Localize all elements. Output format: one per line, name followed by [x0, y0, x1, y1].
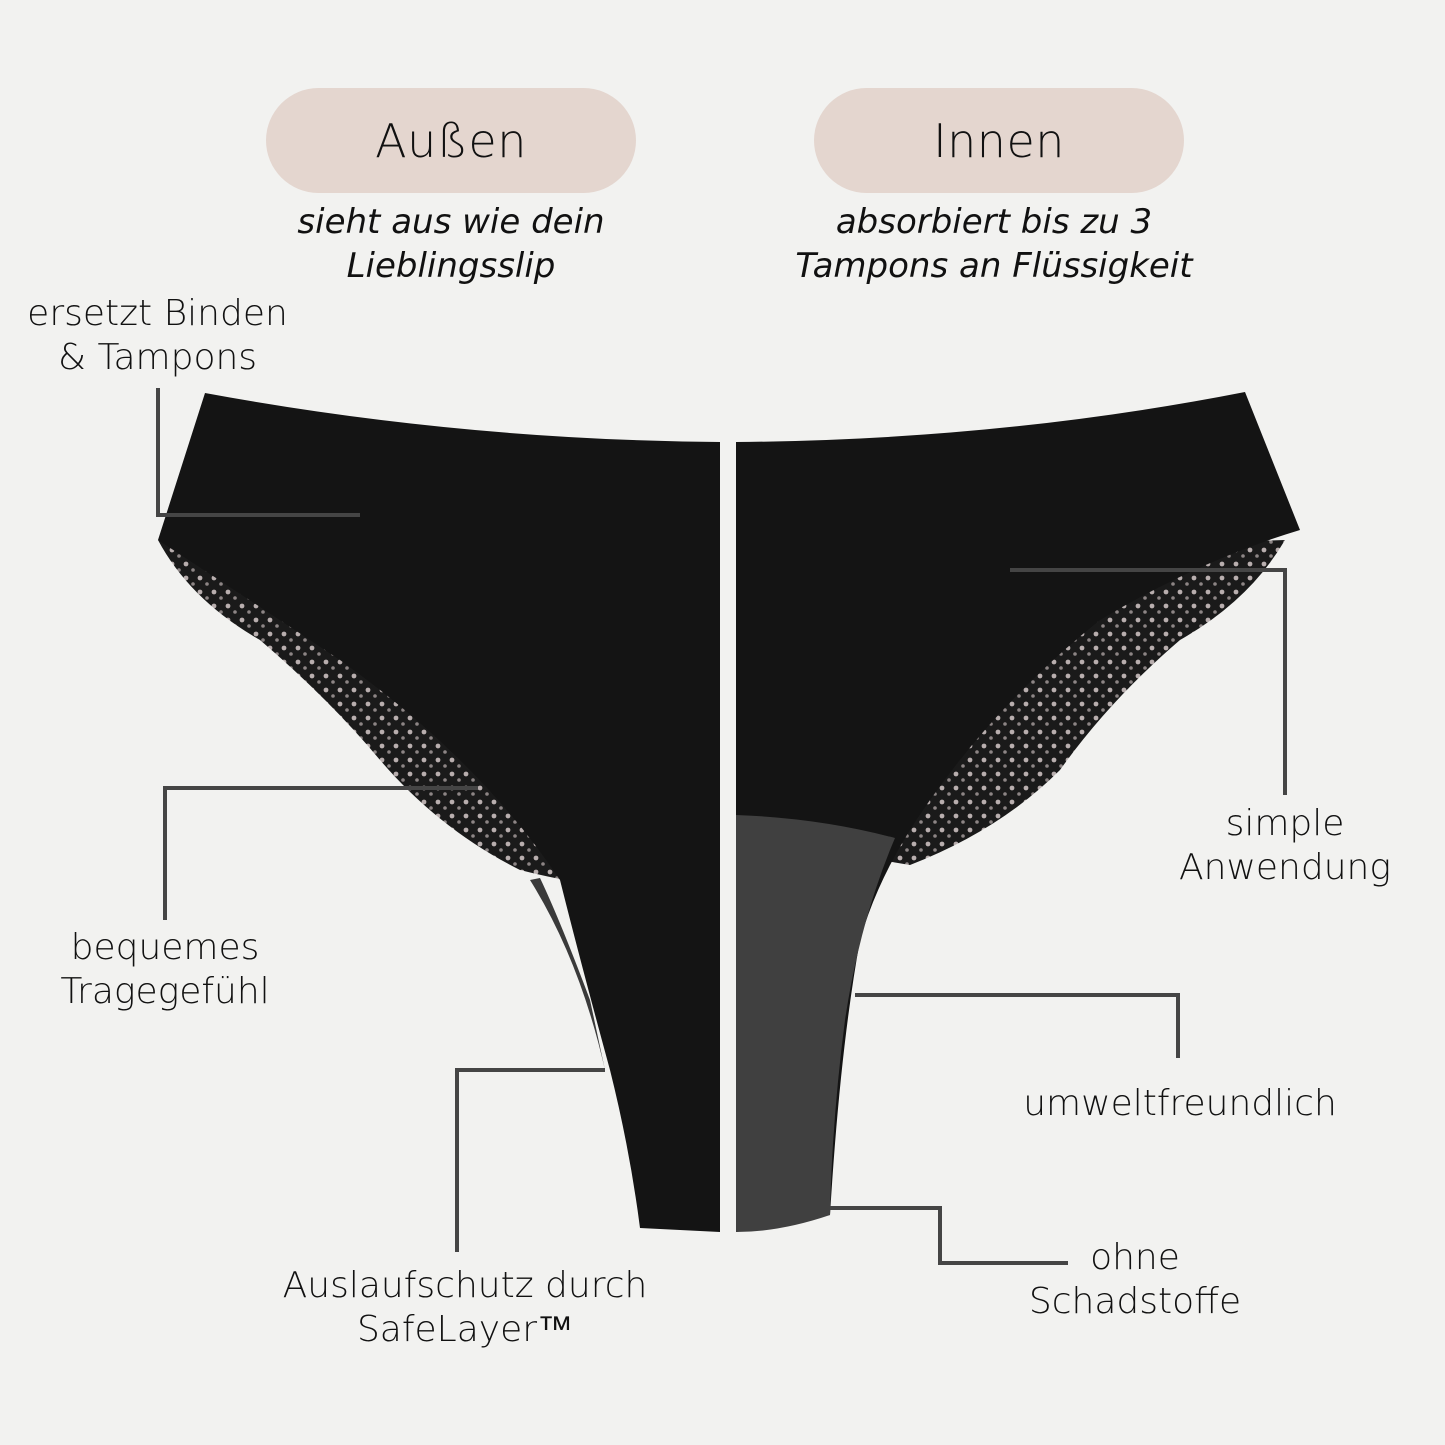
inside-view [736, 392, 1300, 1232]
outside-subtitle-line1: sieht aus wie dein [297, 202, 605, 242]
outside-view [158, 393, 720, 1232]
inside-subtitle: absorbiert bis zu 3 Tampons an Flüssigke… [764, 200, 1224, 288]
callout-line-simple [1010, 568, 1287, 795]
outside-subtitle: sieht aus wie dein Lieblingsslip [241, 200, 661, 288]
outside-subtitle-line2: Lieblingsslip [346, 246, 556, 286]
callout-comfort-line2: Tragegefühl [60, 971, 270, 1012]
callout-comfort-line1: bequemes [70, 927, 260, 968]
callout-leak-line2: SafeLayer™ [356, 1309, 574, 1350]
callout-line-comfort [163, 786, 478, 920]
callout-line-replaces [156, 388, 360, 517]
callout-replaces-line2: & Tampons [57, 337, 258, 378]
inside-subtitle-line1: absorbiert bis zu 3 [835, 202, 1153, 242]
callout-nontoxic-line1: ohne [1090, 1237, 1180, 1278]
callout-eco: umweltfreundlich [990, 1082, 1370, 1126]
callout-line-nontoxic [830, 1206, 1068, 1265]
callout-line-eco [855, 993, 1180, 1058]
callout-replaces: ersetzt Binden & Tampons [10, 292, 305, 380]
callout-line-leak [455, 1068, 605, 1252]
callout-replaces-line1: ersetzt Binden [27, 293, 288, 334]
inside-subtitle-line2: Tampons an Flüssigkeit [795, 246, 1193, 286]
inside-title: Innen [933, 113, 1065, 168]
callout-simple-line2: Anwendung [1179, 847, 1391, 888]
callout-leak: Auslaufschutz durch SafeLayer™ [255, 1264, 675, 1352]
callout-eco-line1: umweltfreundlich [1023, 1083, 1337, 1124]
outside-pill: Außen [266, 88, 636, 193]
callout-nontoxic: ohne Schadstoffe [1010, 1236, 1260, 1324]
callout-simple-line1: simple [1225, 803, 1345, 844]
inside-pill: Innen [814, 88, 1184, 193]
callout-comfort: bequemes Tragegefühl [40, 926, 290, 1014]
callout-nontoxic-line2: Schadstoffe [1028, 1281, 1242, 1322]
outside-title: Außen [375, 113, 527, 168]
callout-leak-line1: Auslaufschutz durch [282, 1265, 648, 1306]
callout-lines [156, 388, 1287, 1265]
callout-simple: simple Anwendung [1150, 802, 1420, 890]
